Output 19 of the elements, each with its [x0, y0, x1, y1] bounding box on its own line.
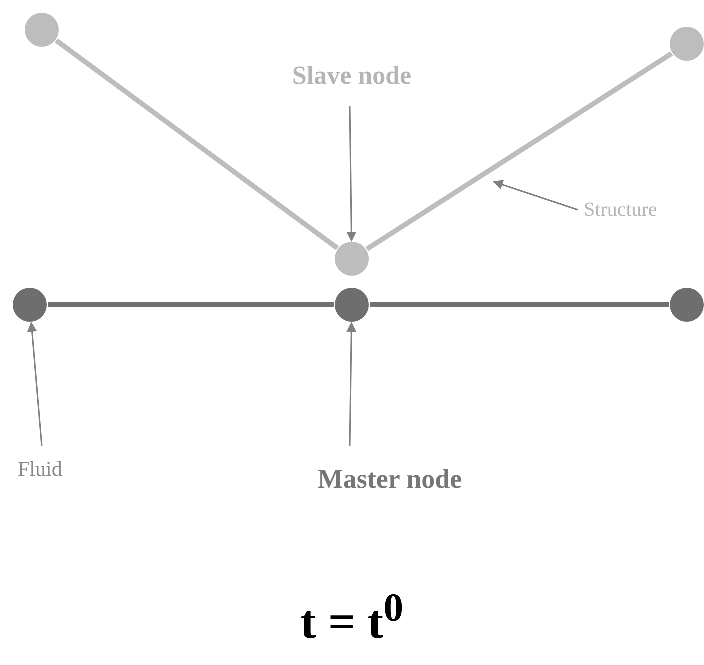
fluid-line — [48, 302, 334, 308]
slave-node-circle — [335, 242, 369, 276]
master-node-circle — [335, 288, 369, 322]
arrow — [346, 322, 357, 446]
end-node-circle — [670, 288, 704, 322]
time-formula: t = t$^{0}$ — [300, 586, 404, 650]
end-node-circle — [670, 27, 704, 61]
slave-node-label: Slave node — [292, 62, 412, 91]
structure-line — [366, 52, 674, 252]
leader-arrow — [493, 180, 578, 211]
arrow — [346, 106, 357, 242]
master-node-label: Master node — [318, 465, 462, 495]
end-node-circle — [25, 13, 59, 47]
structure-label: Structure — [584, 199, 658, 221]
end-node-circle — [13, 288, 47, 322]
arrow — [27, 322, 43, 446]
fluid-label: Fluid — [18, 458, 62, 482]
structure-line — [55, 38, 339, 250]
fluid-line — [370, 302, 669, 308]
